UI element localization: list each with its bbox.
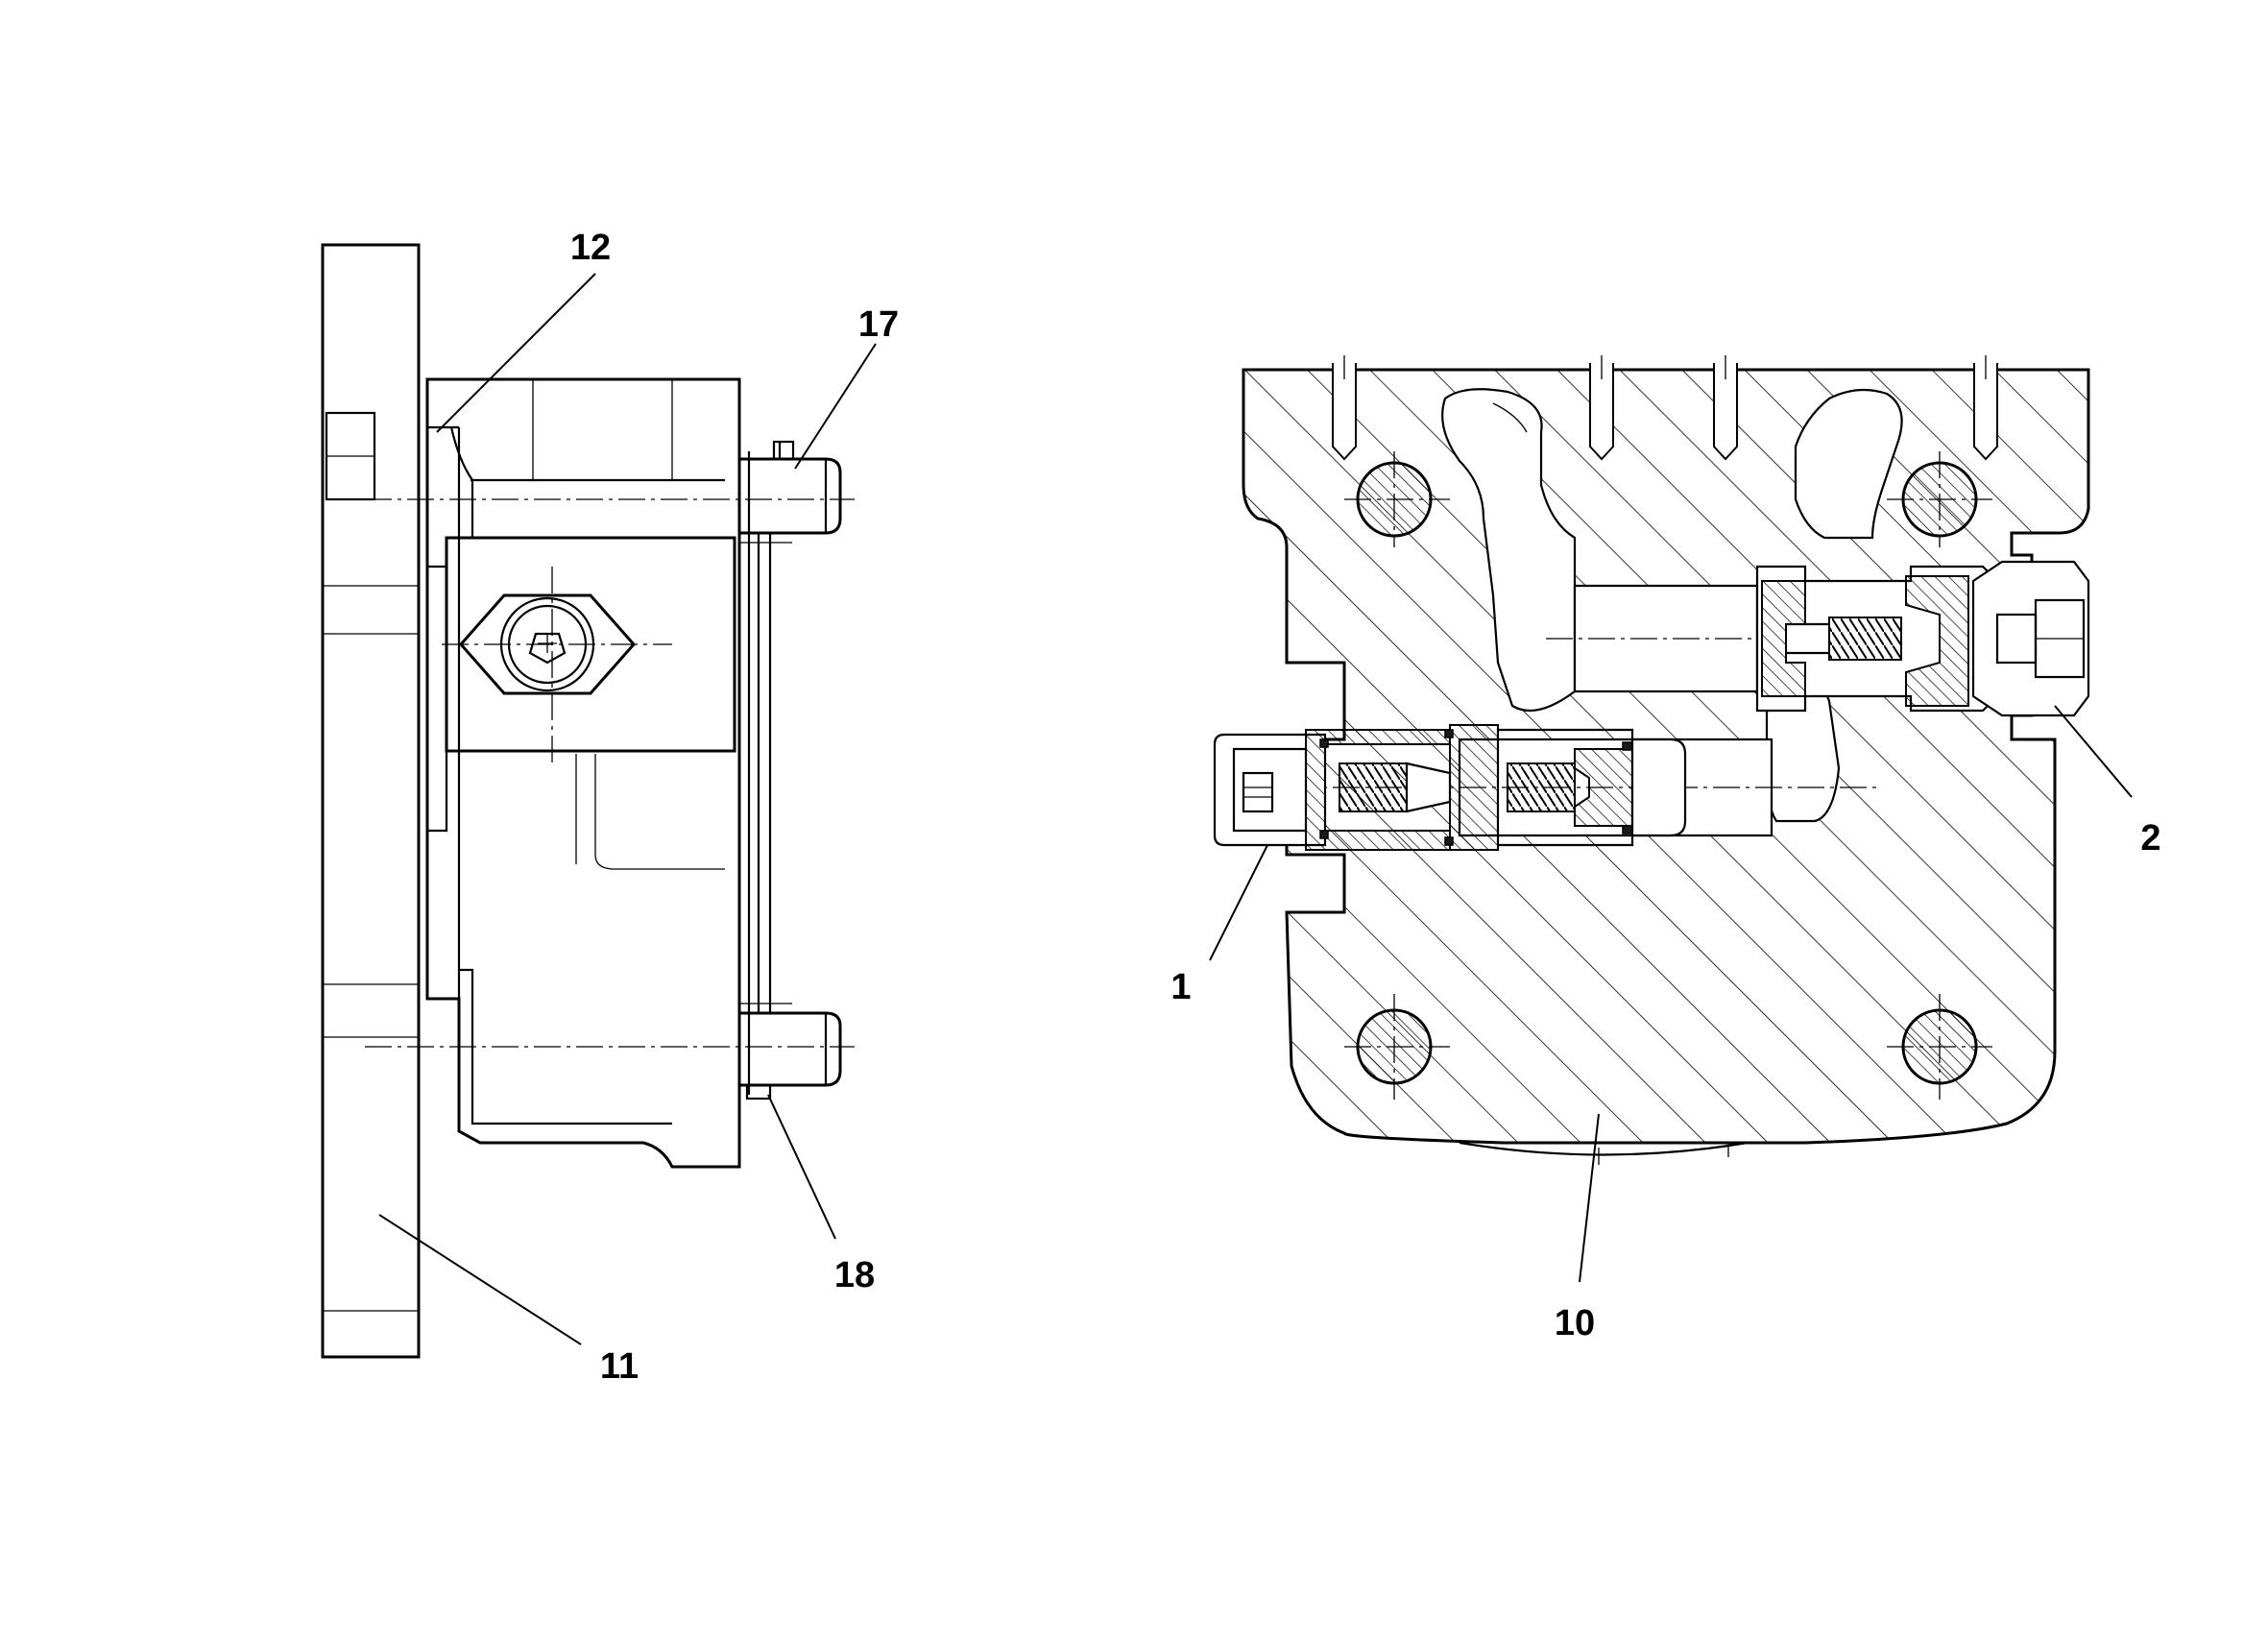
callout-2: 2 [2140, 818, 2160, 859]
channel-right [1794, 388, 1903, 540]
callout-17: 17 [858, 304, 899, 345]
callout-11: 11 [600, 1346, 639, 1387]
callout-12: 12 [570, 228, 611, 268]
callout-labels: 12 17 18 11 1 2 10 [570, 228, 2161, 1387]
callout-1: 1 [1170, 967, 1191, 1007]
flange-plate [321, 243, 421, 1359]
pump-body [425, 377, 741, 1169]
callout-10: 10 [1555, 1303, 1595, 1343]
callout-18: 18 [834, 1255, 875, 1295]
stud-17 [739, 457, 842, 535]
stud-18 [739, 1011, 842, 1087]
valve-2 [1755, 560, 2090, 717]
section-view [1213, 355, 2090, 1165]
side-view [321, 243, 855, 1359]
valve-1 [1213, 724, 1882, 851]
leaders [378, 273, 2133, 1345]
